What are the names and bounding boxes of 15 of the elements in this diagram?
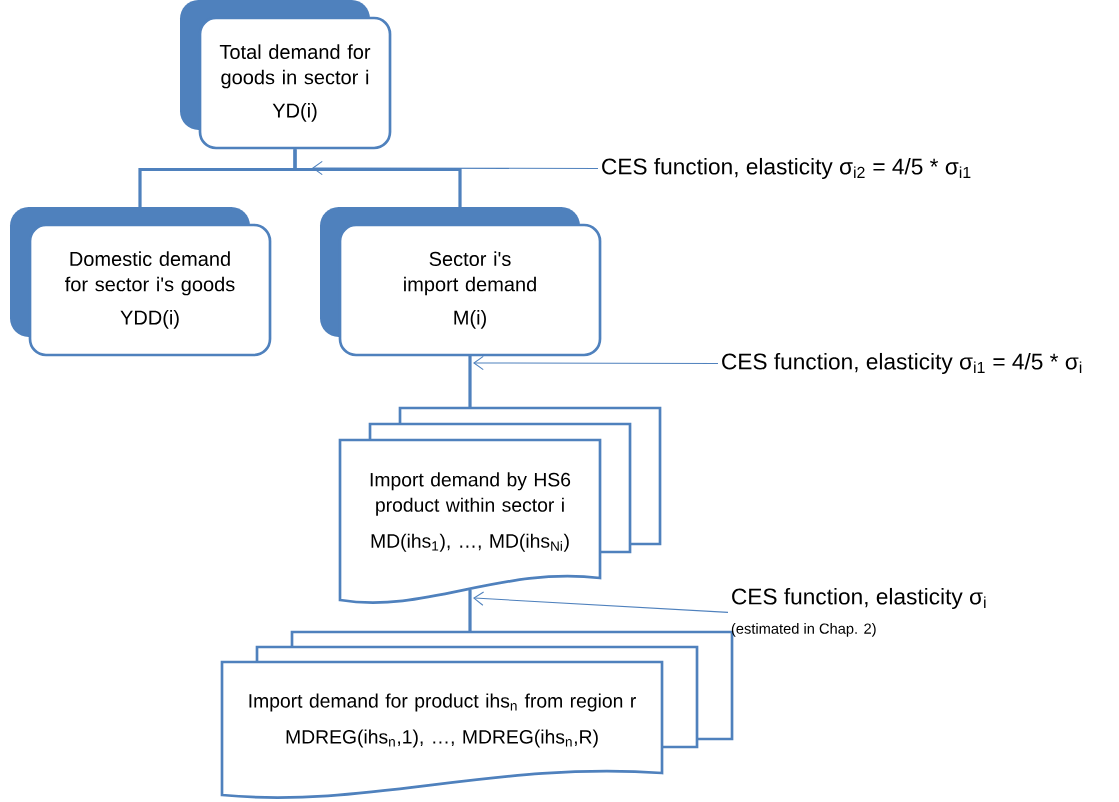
connector-line — [468, 590, 472, 632]
node-label: MDREG(ihs$_{n}$,1), …, MDREG(ihs$_{n}$,R) — [286, 729, 598, 748]
arrow — [312, 160, 599, 176]
shadowed-box: Total demand for goods in sector i YD(i) — [180, 0, 392, 150]
connector-line — [293, 149, 462, 207]
arrow — [473, 591, 729, 613]
document-stack: Import demand by HS6 product within sector i MD(ihs$_{1}$), …, MD(ihs$_{Ni}$) — [338, 406, 662, 604]
arrow — [473, 355, 719, 371]
shadowed-box: Sector i's import demand M(i) — [320, 207, 602, 357]
connector-line — [468, 355, 472, 408]
annotation-text: CES function, elasticity σ$_{i1}$ = 4/5 * σ$_{i}$ — [722, 352, 1082, 375]
annotation-text: CES function, elasticity σ$_{i2}$ = 4/5 * σ$_{i1}$ — [602, 157, 971, 180]
shadowed-box: Domestic demand for sector i's goods YDD(i) — [10, 207, 272, 357]
annotation-text: CES function, elasticity σ$_{i}$ (estimated in Chap. 2) — [731, 587, 986, 637]
node-label: Import demand for product ihs$_{n}$ from region r — [249, 693, 636, 712]
